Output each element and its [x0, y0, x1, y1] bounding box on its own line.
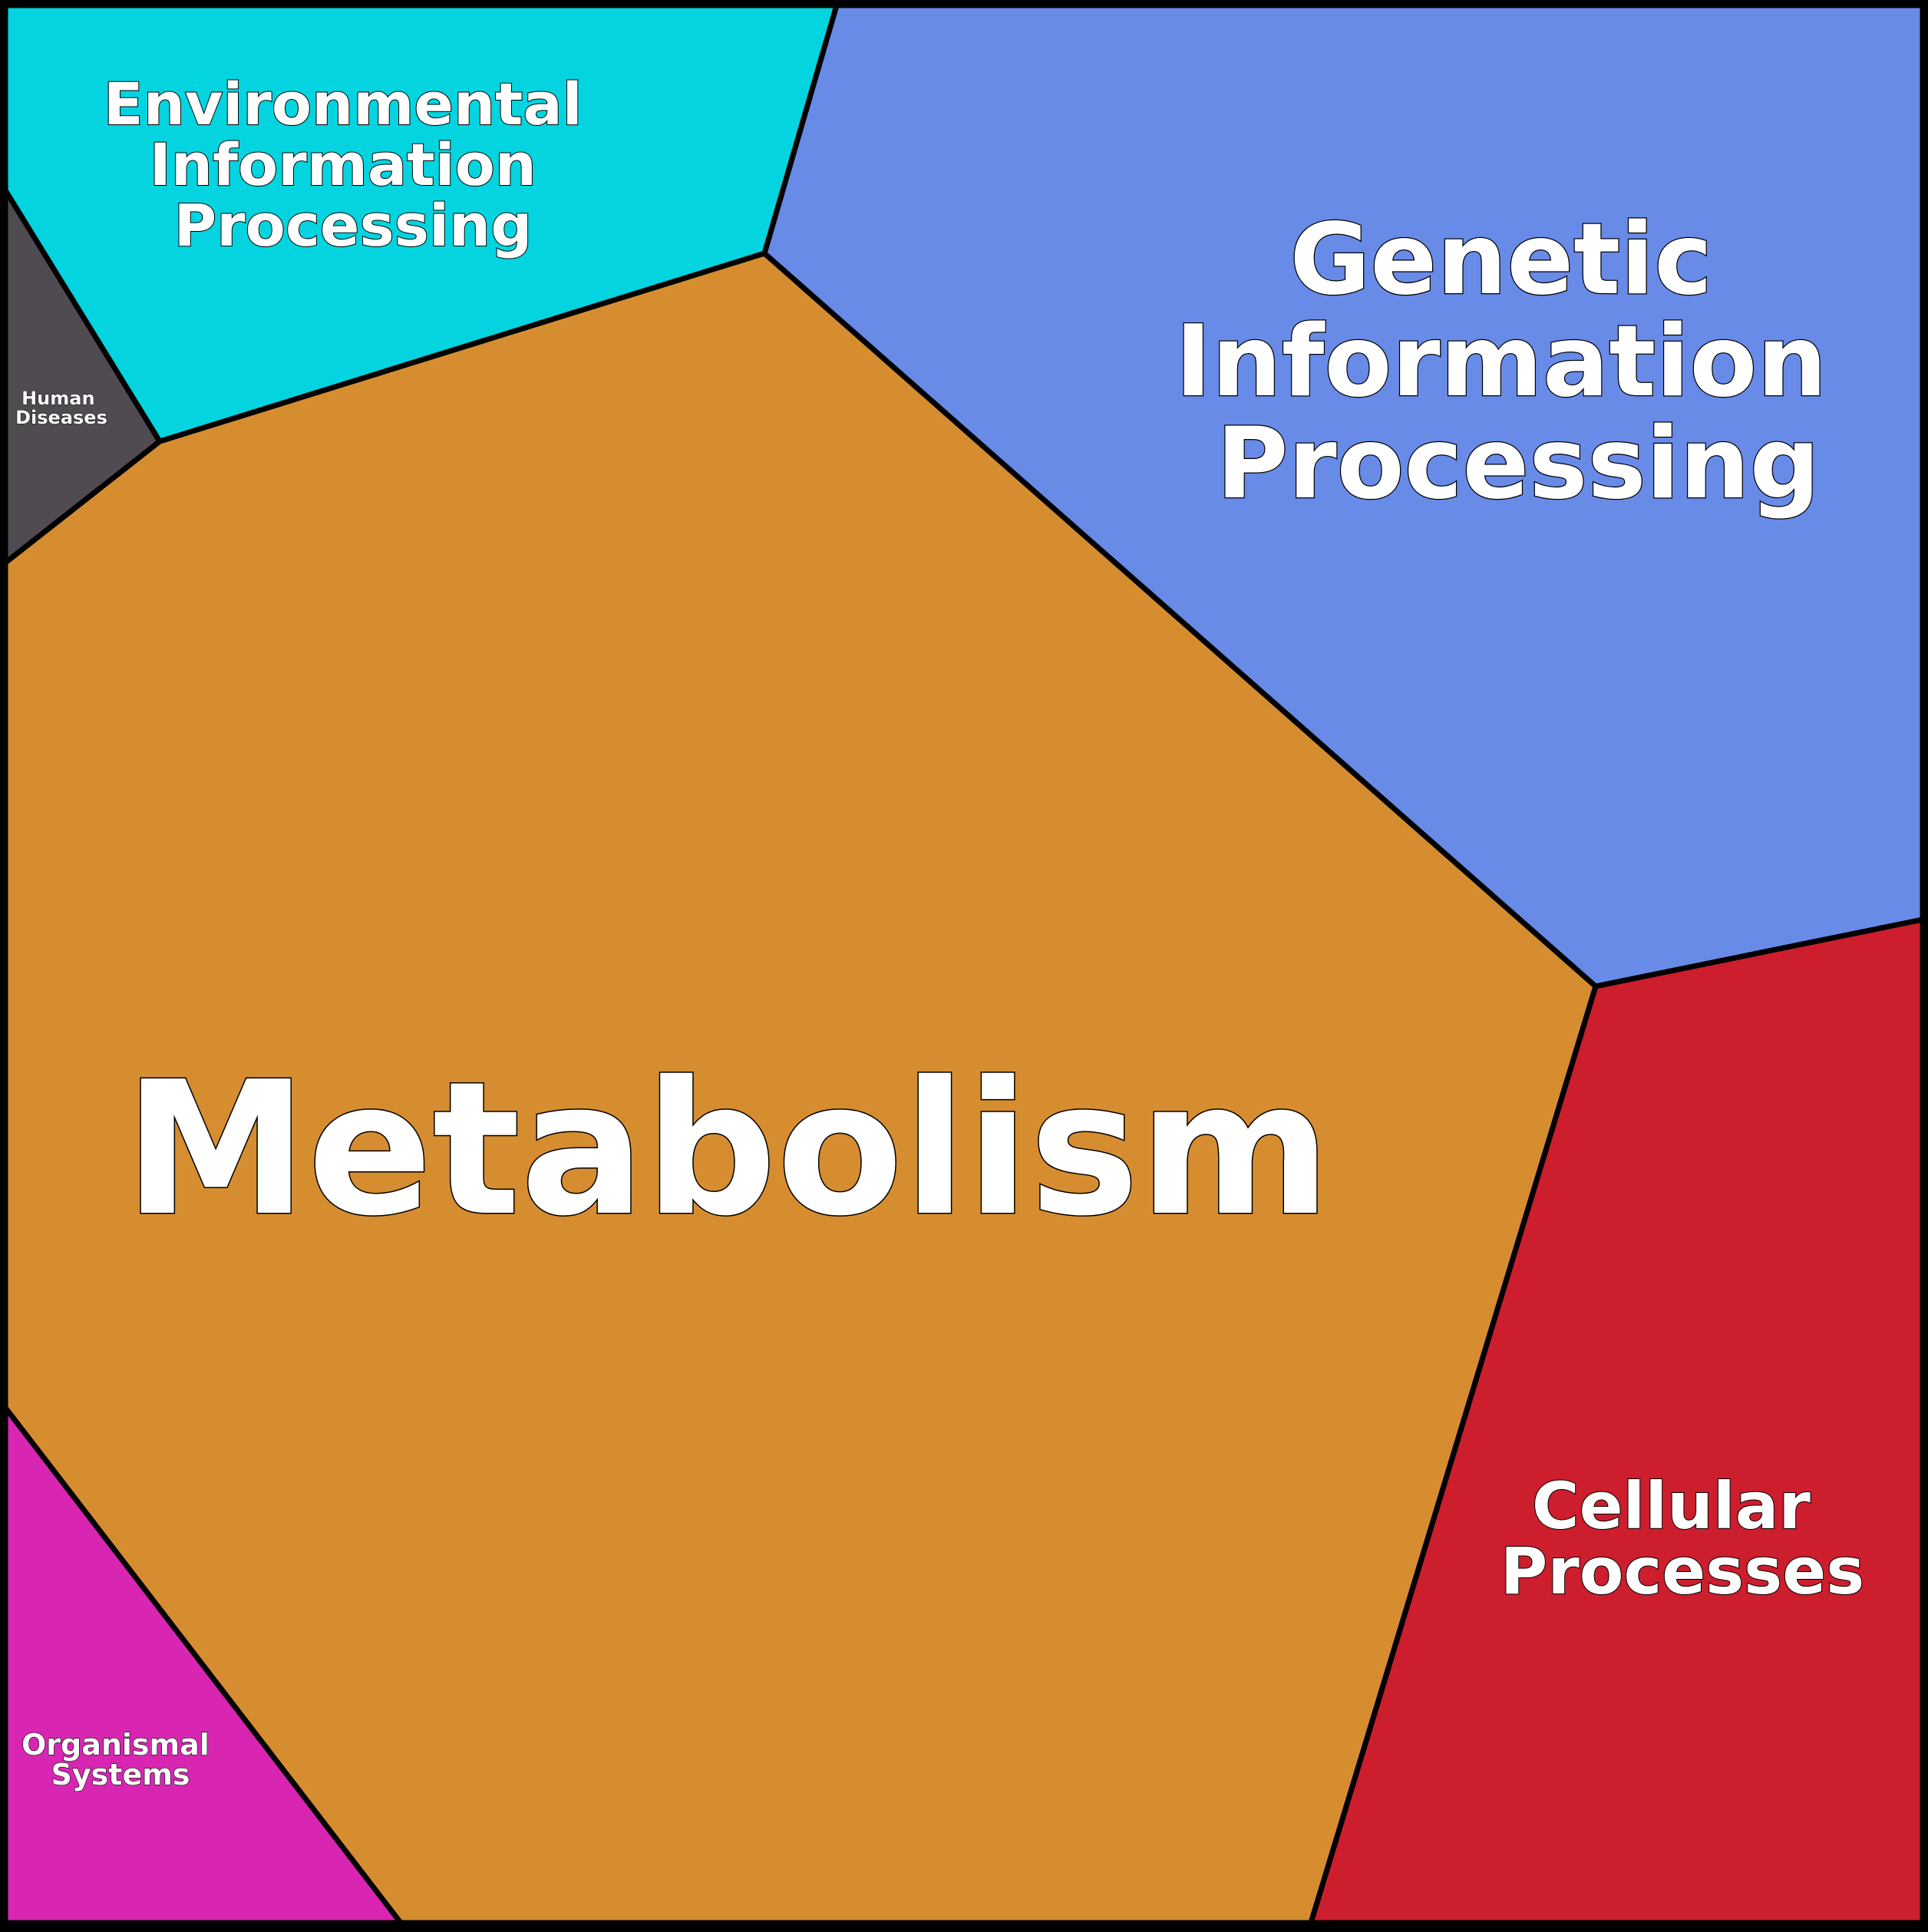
- label-environmental-information-processing: Environmental Information Processing: [104, 70, 602, 259]
- label-metabolism: Metabolism: [124, 1042, 1331, 1257]
- label-organismal-systems: Organismal Systems: [21, 1728, 220, 1792]
- label-cellular-processes: Cellular Processes: [1500, 1468, 1864, 1609]
- label-human-diseases: Human Diseases: [15, 388, 107, 428]
- label-genetic-information-processing: Genetic Information Processing: [1175, 203, 1861, 521]
